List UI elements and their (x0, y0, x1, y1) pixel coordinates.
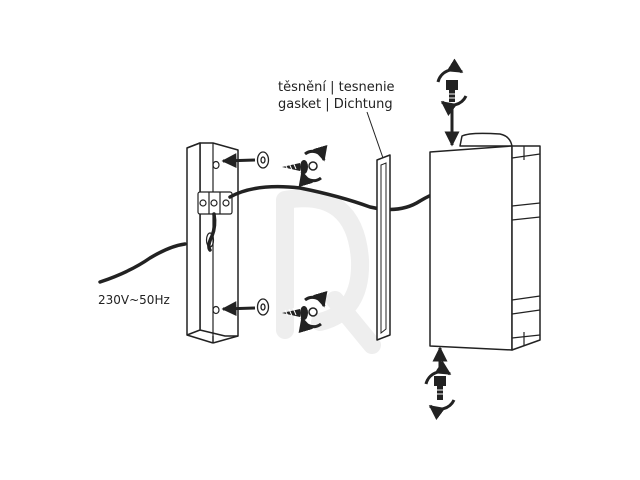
rotate-arrows-icon (436, 58, 468, 117)
gasket (376, 154, 391, 341)
gasket-label-line2: gasket | Dichtung (278, 97, 393, 112)
watermark-logo (276, 189, 381, 354)
mounting-hole-bottom (212, 305, 220, 315)
cover-screw-bottom (424, 360, 456, 421)
transformer-unit (429, 132, 541, 351)
connection-cable (228, 184, 439, 212)
terminal-block-icon (197, 191, 233, 215)
arrow-bottom-screw-to-plate (221, 301, 256, 317)
screw-top (282, 160, 308, 174)
rotate-bottom-wall (298, 290, 328, 334)
gasket-leader-line (366, 111, 384, 159)
gasket-label-line1: těsnění | tesnenie (278, 80, 395, 95)
washer-icon (256, 151, 270, 316)
back-plate (186, 142, 239, 344)
rotate-top-wall (298, 144, 328, 188)
internal-wire (207, 212, 217, 252)
rotate-arrows-icon (298, 144, 328, 334)
mounting-hole-top (212, 160, 220, 170)
rotate-arrows-icon (424, 360, 456, 421)
arrow-top-screw-to-plate (221, 153, 256, 169)
cover-screw-top (436, 58, 468, 117)
mains-cable (98, 242, 187, 284)
voltage-label: 230V~50Hz (98, 293, 170, 307)
screw-icon (282, 160, 308, 320)
arrow-icon (221, 107, 460, 372)
screw-bottom (282, 306, 308, 320)
